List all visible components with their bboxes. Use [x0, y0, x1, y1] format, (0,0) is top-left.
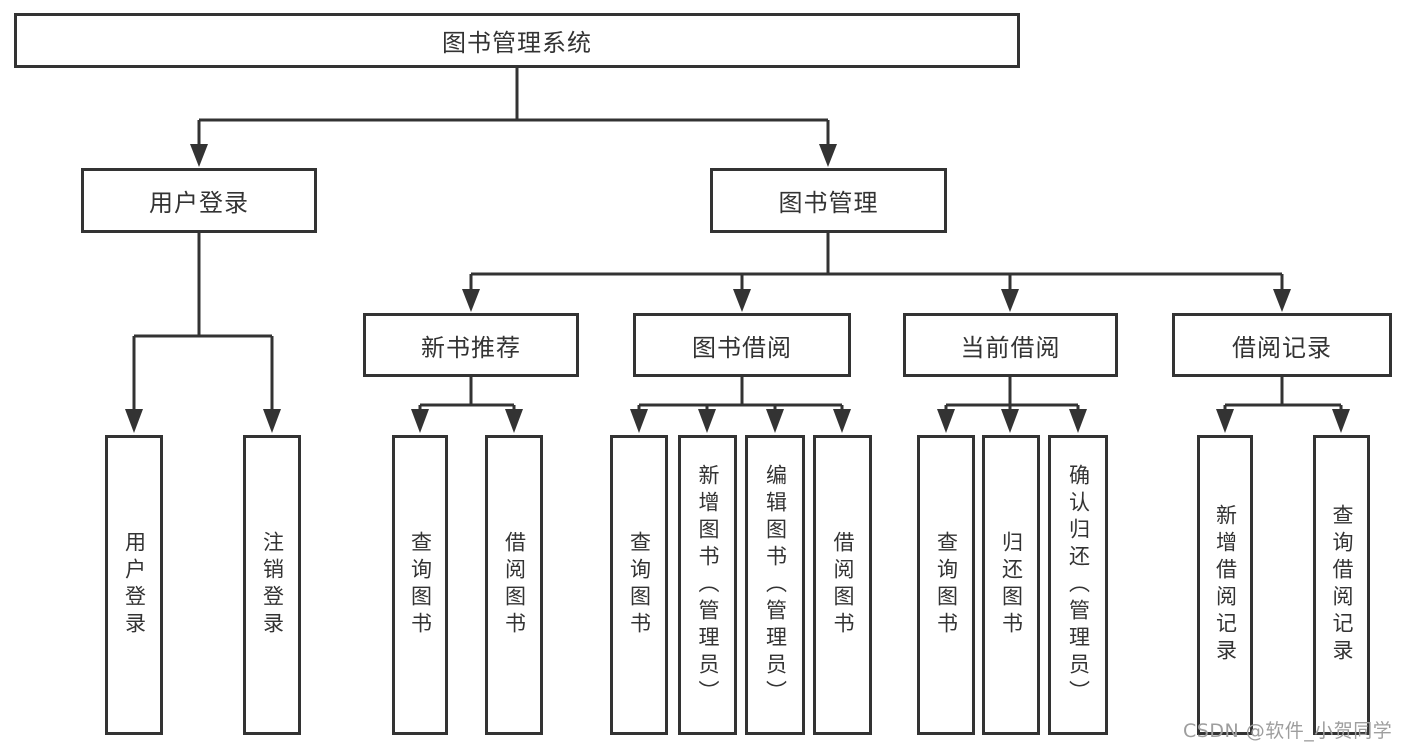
leaf-logout: 注销登录: [243, 435, 301, 735]
leaf-recommend-query-books: 查询图书: [392, 435, 448, 735]
leaf-user-login-label: 用户登录: [122, 531, 147, 639]
leaf-add-borrow-record-label: 新增借阅记录: [1213, 504, 1238, 666]
leaf-confirm-return-admin: 确认归还（管理员）: [1048, 435, 1108, 735]
leaf-recommend-borrow-books: 借阅图书: [485, 435, 543, 735]
arrowheads: [125, 144, 1350, 433]
leaf-return-books-label: 归还图书: [999, 531, 1024, 639]
leaf-confirm-return-admin-label: 确认归还（管理员）: [1066, 463, 1091, 707]
leaf-current-query-books: 查询图书: [917, 435, 975, 735]
leaf-edit-books-admin-label: 编辑图书（管理员）: [763, 463, 788, 707]
node-root-label: 图书管理系统: [442, 29, 592, 57]
node-book-management: 图书管理: [710, 168, 947, 233]
leaf-recommend-query-books-label: 查询图书: [408, 531, 433, 639]
leaf-query-borrow-record-label: 查询借阅记录: [1330, 504, 1355, 666]
node-borrowing-records: 借阅记录: [1172, 313, 1392, 377]
leaf-borrowing-query-books-label: 查询图书: [627, 531, 652, 639]
leaf-return-books: 归还图书: [982, 435, 1040, 735]
node-borrowing-records-label: 借阅记录: [1232, 333, 1332, 362]
node-book-borrowing-label: 图书借阅: [692, 333, 792, 362]
leaf-add-books-admin: 新增图书（管理员）: [678, 435, 737, 735]
leaf-recommend-borrow-books-label: 借阅图书: [502, 531, 527, 639]
node-user-login-branch: 用户登录: [81, 168, 317, 233]
leaf-edit-books-admin: 编辑图书（管理员）: [745, 435, 805, 735]
leaf-query-borrow-record: 查询借阅记录: [1313, 435, 1370, 735]
leaf-user-login: 用户登录: [105, 435, 163, 735]
node-root-system: 图书管理系统: [14, 13, 1020, 68]
node-user-login-label: 用户登录: [149, 189, 249, 217]
csdn-watermark: CSDN @软件_小贺同学: [1183, 720, 1393, 742]
node-book-borrowing: 图书借阅: [633, 313, 851, 377]
leaf-borrow-books-label: 借阅图书: [831, 531, 856, 639]
node-current-borrowing: 当前借阅: [903, 313, 1118, 377]
node-book-management-label: 图书管理: [778, 189, 879, 217]
leaf-current-query-books-label: 查询图书: [934, 531, 959, 639]
node-new-book-recommend-label: 新书推荐: [421, 333, 521, 362]
node-new-book-recommend: 新书推荐: [363, 313, 579, 377]
leaf-add-books-admin-label: 新增图书（管理员）: [696, 463, 721, 707]
leaf-borrowing-query-books: 查询图书: [610, 435, 668, 735]
node-current-borrowing-label: 当前借阅: [960, 333, 1061, 362]
leaf-add-borrow-record: 新增借阅记录: [1197, 435, 1253, 735]
leaf-borrow-books: 借阅图书: [813, 435, 872, 735]
leaf-logout-label: 注销登录: [260, 531, 285, 639]
